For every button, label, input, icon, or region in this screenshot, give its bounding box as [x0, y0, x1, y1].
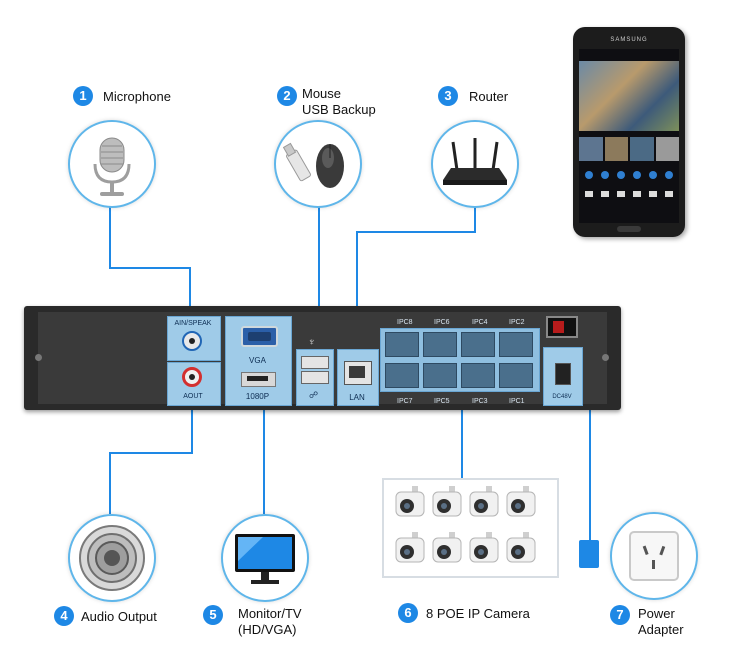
badge-2: 2	[277, 86, 297, 106]
ipc-top-label-3: IPC2	[509, 319, 525, 326]
video-panel	[225, 316, 292, 406]
phone-home-button	[617, 226, 641, 232]
poe-port-ipc7[interactable]	[385, 363, 419, 388]
ain-label: AIN/SPEAK	[174, 320, 212, 327]
router-icon	[443, 138, 507, 185]
label-mouse-line2: USB Backup	[302, 102, 376, 117]
smartphone: SAMSUNG	[573, 27, 685, 237]
hdmi-label: 1080P	[245, 392, 270, 401]
badge-1: 1	[73, 86, 93, 106]
poe-port-ipc4[interactable]	[461, 332, 495, 357]
hdmi-port[interactable]	[241, 372, 276, 387]
camera-box	[382, 478, 559, 578]
microphone-icon	[93, 137, 131, 196]
vga-port[interactable]	[241, 326, 278, 347]
label-mouse-line1: Mouse	[302, 86, 342, 101]
router-circle	[431, 120, 519, 208]
power-adapter	[579, 540, 599, 568]
label-cameras: 8 POE IP Camera	[426, 606, 530, 621]
badge-3: 3	[438, 86, 458, 106]
badge-4: 4	[54, 606, 74, 626]
label-monitor-line2: (HD/VGA)	[238, 622, 297, 637]
badge-6: 6	[398, 603, 418, 623]
label-monitor-line1: Monitor/TV	[238, 606, 302, 621]
badge-7: 7	[610, 605, 630, 625]
ipc-top-label-2: IPC4	[472, 319, 488, 326]
speaker-icon	[79, 525, 145, 591]
usb-symbol-icon: ♆	[308, 337, 316, 348]
poe-port-ipc8[interactable]	[385, 332, 419, 357]
phone-live-view	[579, 61, 679, 131]
power-switch[interactable]	[546, 316, 578, 338]
ipc-bottom-label-2: IPC3	[472, 398, 488, 405]
ip-cameras-icon	[395, 485, 536, 563]
dc-label: DC48V	[552, 394, 572, 400]
label-microphone: Microphone	[103, 89, 171, 104]
poe-port-ipc3[interactable]	[461, 363, 495, 388]
dc-jack[interactable]	[555, 363, 571, 385]
outlet-circle	[610, 512, 698, 600]
mouse-symbol-icon: ☍	[309, 390, 319, 400]
phone-control-icons	[585, 171, 673, 197]
monitor-circle	[221, 514, 309, 602]
vga-label: VGA	[249, 356, 266, 365]
monitor-icon	[235, 534, 295, 584]
label-router: Router	[469, 89, 509, 104]
phone-brand: SAMSUNG	[610, 37, 648, 43]
label-power-line1: Power	[638, 606, 675, 621]
wire-router	[356, 205, 476, 342]
label-power-line2: Adapter	[638, 622, 684, 637]
lan-port[interactable]	[344, 361, 372, 385]
ipc-top-label-1: IPC6	[434, 319, 450, 326]
phone-screen	[579, 49, 679, 223]
lan-label: LAN	[349, 393, 365, 402]
ipc-bottom-label-1: IPC5	[434, 398, 450, 405]
poe-port-grid	[385, 332, 535, 388]
mouse-usb-icon	[282, 142, 344, 188]
screw-right	[602, 354, 609, 361]
label-mouse: Mouse USB Backup	[302, 86, 376, 118]
phone-thumbnails	[579, 137, 679, 161]
ipc-bottom-label-3: IPC1	[509, 398, 525, 405]
ain-jack[interactable]	[182, 331, 202, 351]
mouse-circle	[274, 120, 362, 208]
usb-port-bottom[interactable]	[301, 371, 329, 384]
microphone-circle	[68, 120, 156, 208]
label-power: Power Adapter	[638, 606, 684, 638]
speaker-circle	[68, 514, 156, 602]
screw-left	[35, 354, 42, 361]
poe-port-ipc5[interactable]	[423, 363, 457, 388]
wire-audio-output	[109, 405, 193, 514]
ipc-top-label-0: IPC8	[397, 319, 413, 326]
label-audio-output: Audio Output	[81, 609, 157, 624]
usb-port-top[interactable]	[301, 356, 329, 369]
poe-port-ipc2[interactable]	[499, 332, 533, 357]
badge-5: 5	[203, 605, 223, 625]
ipc-bottom-label-0: IPC7	[397, 398, 413, 405]
aout-jack[interactable]	[182, 367, 202, 387]
label-monitor: Monitor/TV (HD/VGA)	[238, 606, 302, 638]
wire-microphone	[109, 205, 191, 318]
power-outlet-icon	[629, 531, 679, 581]
poe-port-ipc6[interactable]	[423, 332, 457, 357]
aout-label: AOUT	[183, 393, 203, 400]
poe-port-ipc1[interactable]	[499, 363, 533, 388]
